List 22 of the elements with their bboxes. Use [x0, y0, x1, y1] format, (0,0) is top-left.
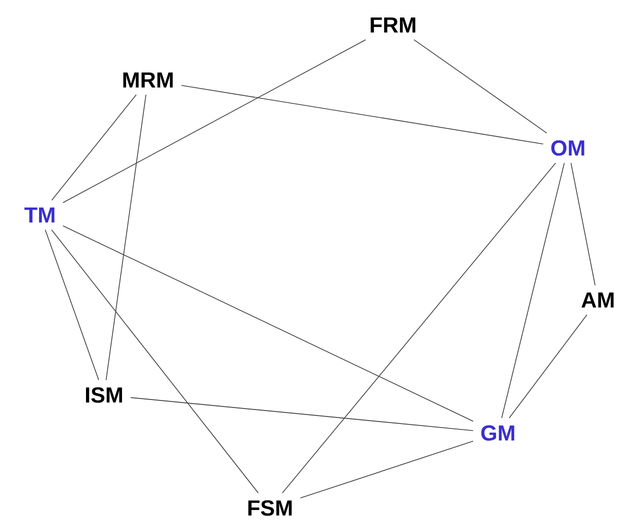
connector-line — [300, 440, 474, 498]
connector-line — [51, 229, 259, 494]
node-label: MRM — [123, 72, 173, 88]
node-label: TM — [24, 207, 54, 223]
connector-line — [44, 229, 100, 380]
connector-line — [62, 39, 366, 204]
node-label: OM — [551, 140, 584, 156]
connector-line — [51, 94, 137, 201]
connector-line — [106, 94, 146, 380]
connector-line — [130, 397, 474, 431]
node-label: ISM — [86, 387, 122, 403]
connector-line — [570, 162, 596, 286]
connector-line — [414, 39, 548, 134]
node-label: FSM — [248, 500, 292, 516]
connector-line — [508, 314, 588, 418]
connector-line — [501, 162, 565, 418]
connector-line — [62, 226, 474, 422]
connector-line — [180, 84, 544, 144]
connector-line — [282, 162, 556, 494]
node-label: AM — [582, 292, 614, 308]
node-label: GM — [481, 425, 514, 441]
node-label: FRM — [370, 17, 416, 33]
